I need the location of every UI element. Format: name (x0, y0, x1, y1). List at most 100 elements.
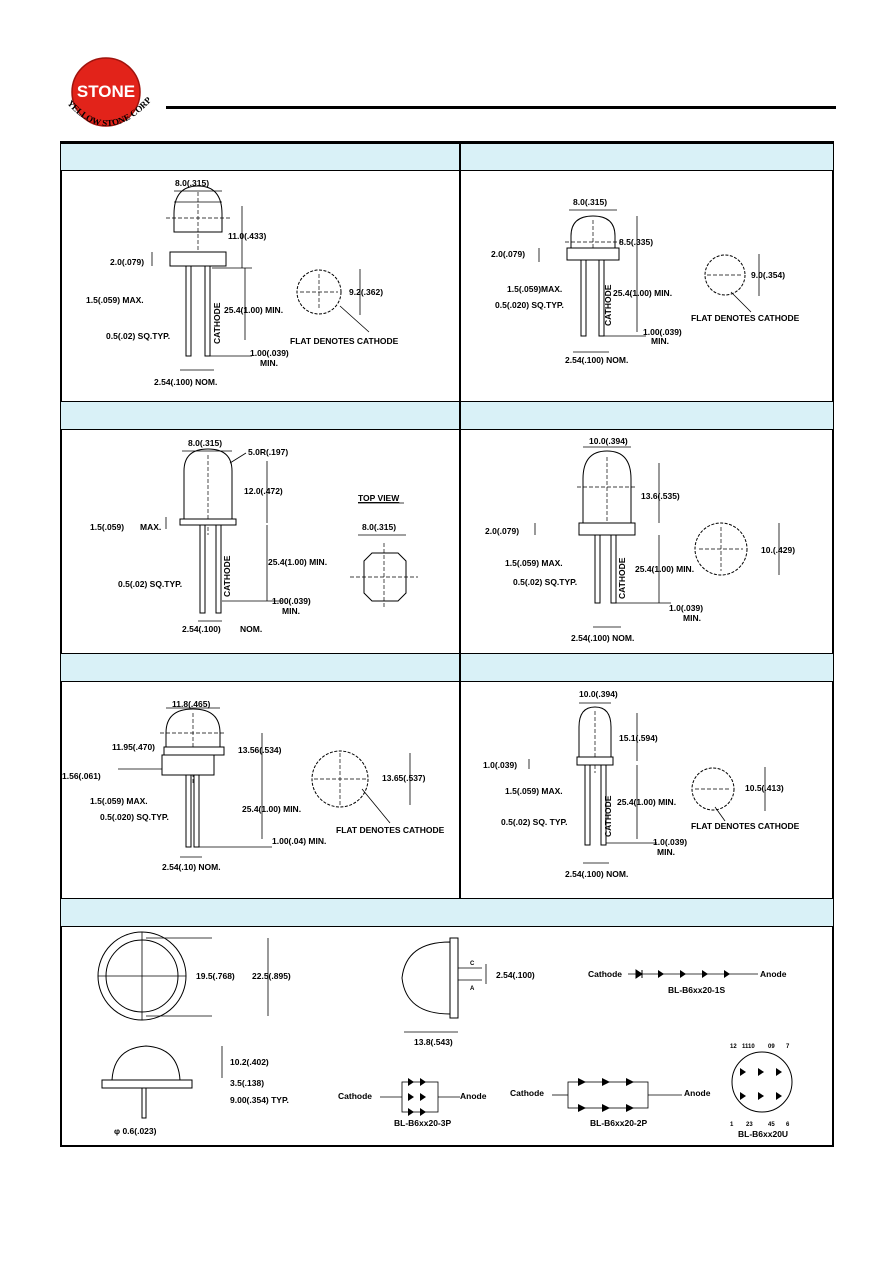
p2-d7: 1.00(.039) (643, 327, 682, 337)
p7-s3-name: BL-B6xx20-2P (590, 1118, 647, 1128)
p3-cathode: CATHODE (222, 555, 232, 597)
p2-d4: 1.5(.059)MAX. (507, 284, 562, 294)
p4-d1: 10.0(.394) (589, 436, 628, 446)
p7-pin-b2: 23 (746, 1122, 753, 1128)
p4-d2: 13.6(.535) (641, 491, 680, 501)
p7-d1: 19.5(.768) (196, 971, 235, 981)
p1-d1: 8.0(.315) (175, 178, 209, 188)
package-5-drawing: 11.8(.465) 11.95(.470) 13.56(.534) 1.56(… (62, 699, 445, 872)
p7-s2-anode: Anode (460, 1091, 487, 1101)
p2-flat: FLAT DENOTES CATHODE (691, 313, 800, 323)
p7-s1-cathode: Cathode (588, 969, 622, 979)
p5-d9: 2.54(.10) NOM. (162, 862, 221, 872)
p2-d2: 8.5(.335) (619, 237, 653, 247)
p7-s2-cathode: Cathode (338, 1091, 372, 1101)
p4-d3: 2.0(.079) (485, 526, 519, 536)
p2-d1: 8.0(.315) (573, 197, 607, 207)
p5-d6: 0.5(.020) SQ.TYP. (100, 812, 169, 822)
p1-d2: 11.0(.433) (228, 231, 266, 241)
p6-d1: 10.0(.394) (579, 689, 618, 699)
p7-d4: 13.8(.543) (414, 1037, 453, 1047)
p3-d8b: NOM. (240, 624, 262, 634)
package-1-drawing: 8.0(.315) 11.0(.433) 2.0(.079) 1.5(.059)… (86, 178, 399, 387)
p6-d8: 2.54(.100) NOM. (565, 869, 628, 879)
package-6-drawing: 10.0(.394) 15.1(.594) 1.0(.039) 1.5(.059… (483, 689, 800, 879)
package-2-drawing: 8.0(.315) 8.5(.335) 2.0(.079) 1.5(.059)M… (491, 197, 800, 365)
header-band-3 (61, 653, 833, 682)
p2-cathode: CATHODE (603, 284, 613, 326)
lead-left (185, 265, 192, 357)
p7-d3: 2.54(.100) (496, 970, 535, 980)
p3-d9: 8.0(.315) (362, 522, 396, 532)
p6-d7: 1.0(.039) (653, 837, 687, 847)
p7-s3-anode: Anode (684, 1088, 711, 1098)
p2-d5: 0.5(.020) SQ.TYP. (495, 300, 564, 310)
p3-d7b: MIN. (282, 606, 300, 616)
package-4-drawing: 10.0(.394) 13.6(.535) 2.0(.079) 1.5(.059… (485, 436, 795, 643)
p1-d4: 1.5(.059) MAX. (86, 295, 144, 305)
p6-d4: 1.5(.059) MAX. (505, 786, 563, 796)
diode-string-1s (635, 969, 730, 979)
p7-d8: φ 0.6(.023) (114, 1126, 157, 1136)
p3-d8: 2.54(.100) (182, 624, 221, 634)
p1-d8: 2.54(.100) NOM. (154, 377, 217, 387)
p3-d5: 25.4(1.00) MIN. (268, 557, 327, 567)
package-7-drawing: 19.5(.768) 22.5(.895) C A 2.54(.100) 13.… (97, 931, 793, 1139)
p3-d6: 0.5(.02) SQ.TYP. (118, 579, 182, 589)
p5-d8: 1.00(.04) MIN. (272, 836, 326, 846)
p5-d5: 1.5(.059) MAX. (90, 796, 148, 806)
p3-d3: 12.0(.472) (244, 486, 283, 496)
p6-flat: FLAT DENOTES CATHODE (691, 821, 800, 831)
p1-d9: 9.2(.362) (349, 287, 383, 297)
p7-pin-b1: 1 (730, 1122, 734, 1128)
p1-cathode: CATHODE (212, 302, 222, 344)
p6-d5: 25.4(1.00) MIN. (617, 797, 676, 807)
column-divider (459, 143, 461, 898)
p3-d7: 1.00(.039) (272, 596, 311, 606)
p5-d4: 1.56(.061) (62, 771, 101, 781)
top-view-octagon (363, 552, 407, 602)
p1-d5: 25.4(1.00) MIN. (224, 305, 283, 315)
p7-pin-t2: 1110 (742, 1044, 755, 1050)
p7-s1-anode: Anode (760, 969, 787, 979)
p2-d6: 25.4(1.00) MIN. (613, 288, 672, 298)
p1-d7b: MIN. (260, 358, 278, 368)
p4-d7: 1.0(.039) (669, 603, 703, 613)
package-3-drawing: 8.0(.315) 5.0R(.197) 12.0(.472) 1.5(.059… (90, 438, 418, 634)
p6-d6: 0.5(.02) SQ. TYP. (501, 817, 567, 827)
p7-d6: 3.5(.138) (230, 1078, 264, 1088)
p7-pin-t4: 7 (786, 1044, 790, 1050)
company-logo: STONE YELLOW STONE CORP. (54, 52, 154, 128)
p4-d7b: MIN. (683, 613, 701, 623)
p3-d4b: MAX. (140, 522, 161, 532)
p6-d3: 1.0(.039) (483, 760, 517, 770)
p7-d7: 9.00(.354) TYP. (230, 1095, 289, 1105)
p4-cathode: CATHODE (617, 557, 627, 599)
p7-pin-t1: 12 (730, 1044, 737, 1050)
p4-d6: 0.5(.02) SQ.TYP. (513, 577, 577, 587)
p7-pin-b4: 6 (786, 1122, 790, 1128)
p2-d7b: MIN. (651, 336, 669, 346)
p2-d8: 2.54(.100) NOM. (565, 355, 628, 365)
p5-d3: 13.56(.534) (238, 745, 282, 755)
p1-flat: FLAT DENOTES CATHODE (290, 336, 399, 346)
p2-d3: 2.0(.079) (491, 249, 525, 259)
header-rule (166, 106, 836, 109)
p4-d5: 25.4(1.00) MIN. (635, 564, 694, 574)
p3-d4: 1.5(.059) (90, 522, 124, 532)
p7-s4-name: BL-B6xx20U (738, 1129, 788, 1139)
p7-d5: 10.2(.402) (230, 1057, 269, 1067)
p1-d7: 1.00(.039) (250, 348, 289, 358)
p2-d9: 9.0(.354) (751, 270, 785, 280)
p6-d7b: MIN. (657, 847, 675, 857)
p6-d2: 15.1(.594) (619, 733, 658, 743)
lead-right (204, 265, 211, 357)
p5-d2: 11.95(.470) (112, 742, 155, 752)
drawing-frame (60, 141, 834, 1147)
p7-s1-name: BL-B6xx20-1S (668, 985, 725, 995)
p6-d9: 10.5(.413) (745, 783, 784, 793)
header-band-2 (61, 401, 833, 430)
diode-string-2p (578, 1078, 634, 1112)
diode-string-3p (408, 1078, 426, 1116)
p7-c: C (470, 961, 475, 967)
